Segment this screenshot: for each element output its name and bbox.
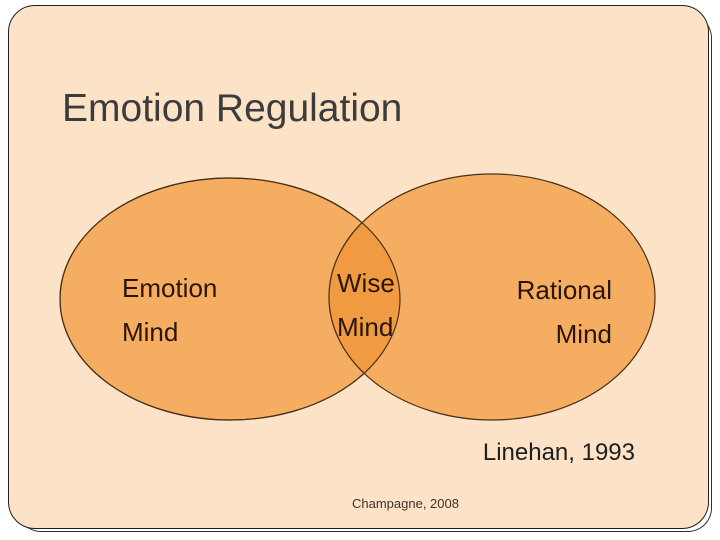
emotion-mind-label-line2: Mind: [122, 317, 179, 347]
page-title: Emotion Regulation: [62, 87, 403, 130]
wise-mind-label-line1: Wise: [337, 268, 395, 298]
wise-mind-label: Wise Mind: [337, 261, 395, 349]
rational-mind-label-line1: Rational: [516, 275, 612, 305]
rational-mind-label: Rational Mind: [517, 268, 612, 356]
rational-mind-label-line2: Mind: [555, 319, 612, 349]
emotion-mind-label: Emotion Mind: [122, 266, 217, 354]
footer-credit-champagne: Champagne, 2008: [352, 496, 459, 511]
citation-linehan: Linehan, 1993: [482, 439, 635, 466]
wise-mind-label-line2: Mind: [337, 312, 394, 342]
emotion-mind-label-line1: Emotion: [122, 273, 218, 303]
